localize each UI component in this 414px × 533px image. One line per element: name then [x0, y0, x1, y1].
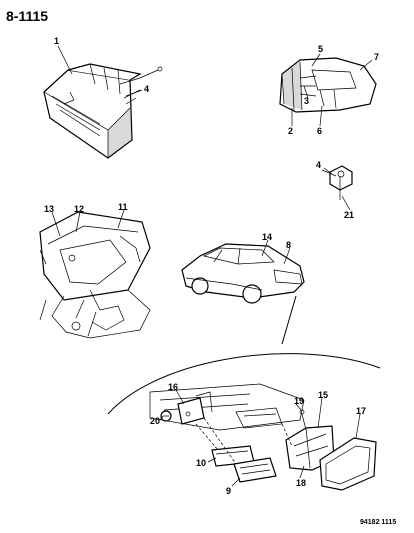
- detail-leader-line: [281, 295, 297, 345]
- callout-20: 20: [150, 416, 160, 426]
- callout-21: 21: [344, 210, 354, 220]
- callout-11: 11: [118, 202, 128, 212]
- callout-4-socket: 4: [316, 160, 321, 170]
- callout-8: 8: [286, 240, 291, 250]
- callout-18: 18: [296, 478, 306, 488]
- detail-view: [107, 353, 381, 491]
- callout-17: 17: [356, 406, 366, 416]
- callout-2: 2: [288, 126, 293, 136]
- callout-5: 5: [318, 44, 323, 54]
- callout-13: 13: [44, 204, 54, 214]
- bulb-socket: [321, 165, 353, 200]
- callout-15: 15: [318, 390, 328, 400]
- callout-10: 10: [196, 458, 206, 468]
- leader-lines: [51, 45, 373, 487]
- callout-9: 9: [226, 486, 231, 496]
- callout-6: 6: [317, 126, 322, 136]
- callout-16: 16: [168, 382, 178, 392]
- callout-19: 19: [294, 396, 304, 406]
- figure-code: 94182 1115: [360, 519, 396, 526]
- callout-14: 14: [262, 232, 272, 242]
- callout-1: 1: [54, 36, 59, 46]
- engine-compartment: [39, 211, 151, 339]
- car-outline: [181, 243, 305, 304]
- callout-4-headlamp: 4: [144, 84, 149, 94]
- page-number: 8-1115: [6, 8, 48, 24]
- headlamp-assembly: [43, 63, 163, 159]
- callout-12: 12: [74, 204, 84, 214]
- side-marker-lamp: [279, 57, 377, 113]
- callout-7: 7: [374, 52, 379, 62]
- callout-3: 3: [304, 96, 309, 106]
